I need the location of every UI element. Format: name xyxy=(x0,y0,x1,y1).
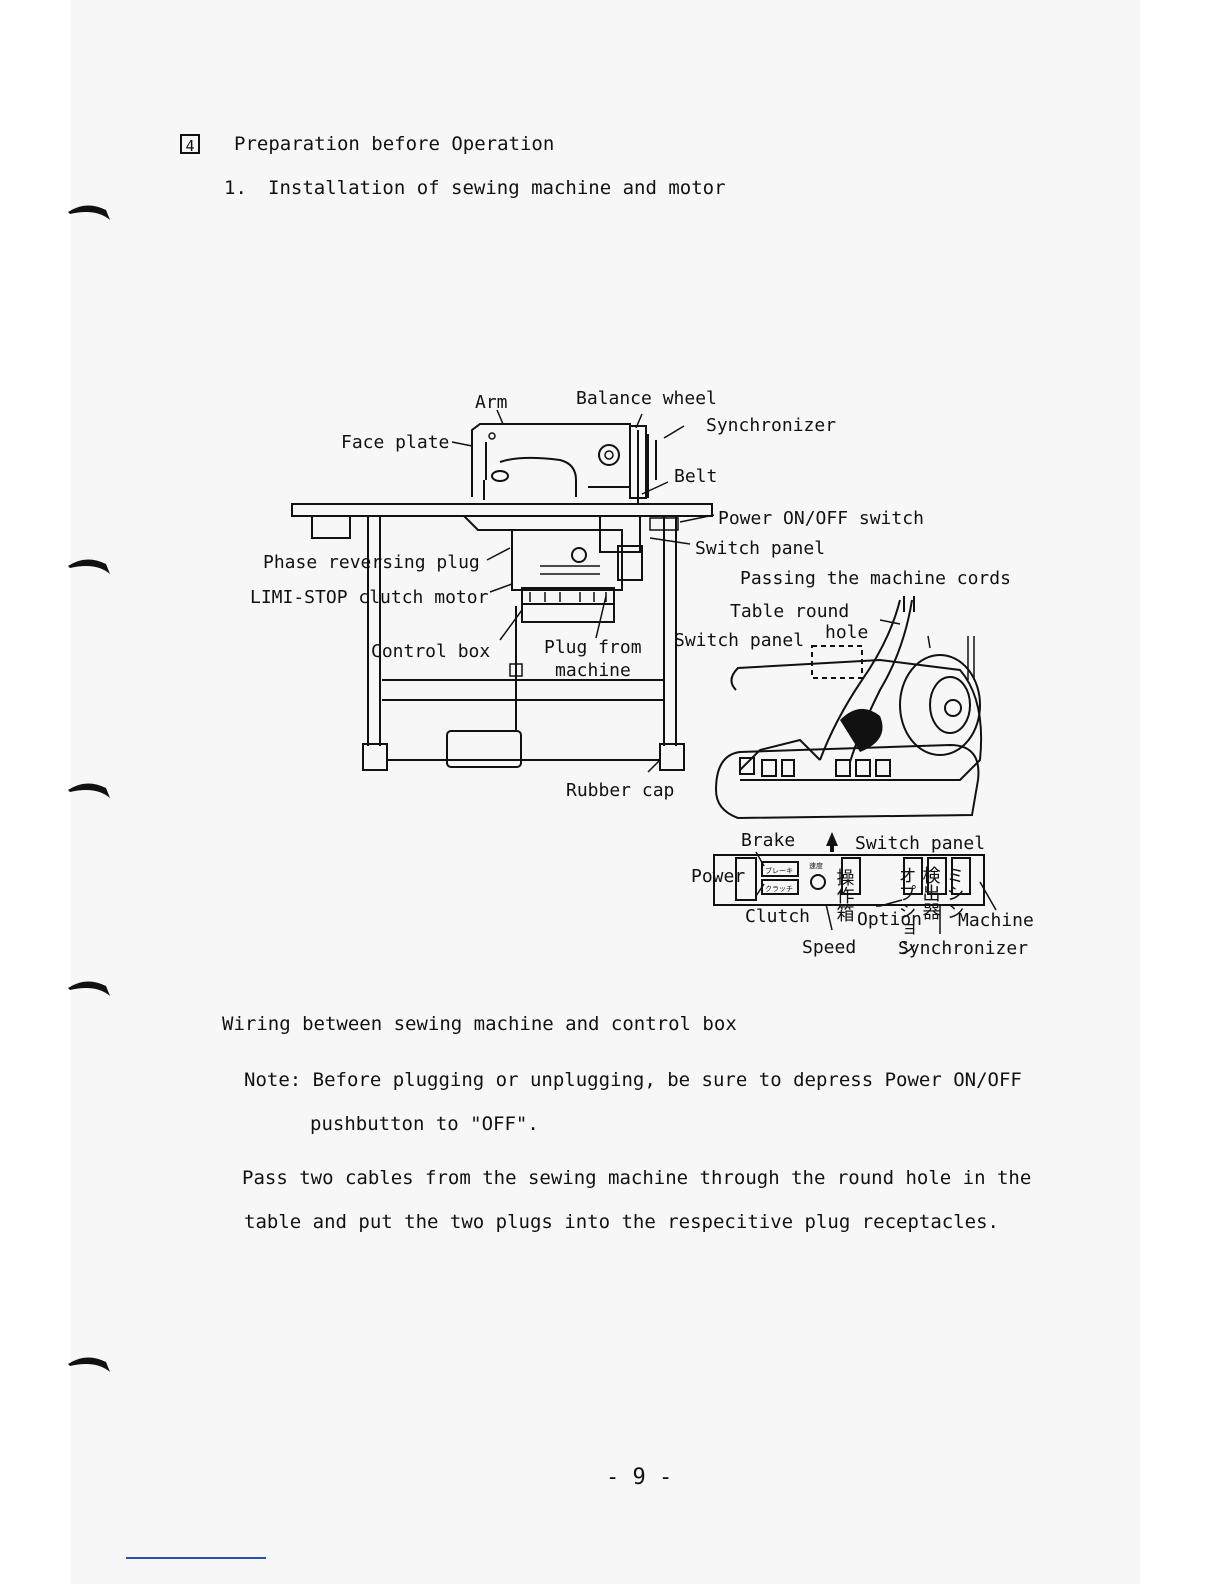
machine-label: machine xyxy=(555,660,631,681)
pedal xyxy=(446,730,522,768)
page-background xyxy=(70,0,1140,1584)
jp-operation-label: 操作箱 xyxy=(834,868,855,922)
power-switch-label: Power ON/OFF switch xyxy=(718,508,924,529)
synchronizer-panel-label: Synchronizer xyxy=(898,938,1028,959)
note-line-1: Note: Before plugging or unplugging, be … xyxy=(244,1069,1022,1091)
brake-label: Brake xyxy=(741,830,795,851)
page-number: - 9 - xyxy=(606,1465,673,1490)
balance-wheel-label: Balance wheel xyxy=(576,388,717,409)
clutch-label: Clutch xyxy=(745,906,810,927)
jp-detector-label: 検出器 xyxy=(920,866,941,920)
hole-label: hole xyxy=(825,622,868,643)
jp-machine-label: ミシン xyxy=(944,866,965,920)
jp-option-label: オプション xyxy=(896,866,917,956)
clutch-motor-label: LIMI-STOP clutch motor xyxy=(250,587,489,608)
belt-label: Belt xyxy=(674,466,717,487)
switch-panel-top-label: Switch panel xyxy=(695,538,825,559)
switch-panel-mid-label: Switch panel xyxy=(674,630,804,651)
binder-mark-icon xyxy=(68,981,110,996)
clutch-motor xyxy=(511,529,623,591)
passing-cords-label: Passing the machine cords xyxy=(740,568,1011,589)
section-title: Preparation before Operation xyxy=(234,133,555,155)
jp-clutch-label: クラッチ xyxy=(765,885,793,893)
diagram-caption: Wiring between sewing machine and contro… xyxy=(222,1013,737,1035)
table-round-label: Table round xyxy=(730,601,849,622)
jp-speed-label: 速度 xyxy=(809,861,823,870)
binder-mark-icon xyxy=(68,205,110,220)
option-label: Option xyxy=(857,909,922,930)
drawer xyxy=(311,515,351,539)
subsection-number: 1. xyxy=(224,177,247,199)
face-plate-label: Face plate xyxy=(341,432,449,453)
speed-label: Speed xyxy=(802,937,856,958)
body-line-2: table and put the two plugs into the res… xyxy=(244,1211,999,1233)
body-line-1: Pass two cables from the sewing machine … xyxy=(242,1167,1032,1189)
control-box xyxy=(521,587,615,605)
jp-brake-label: ブレーキ xyxy=(765,866,793,875)
subsection-title: Installation of sewing machine and motor xyxy=(268,177,726,199)
binder-mark-icon xyxy=(68,783,110,798)
rubber-cap-label: Rubber cap xyxy=(566,780,674,801)
synchronizer-label: Synchronizer xyxy=(706,415,836,436)
up-arrow-icon xyxy=(826,832,838,852)
switch-panel-detail xyxy=(713,832,997,934)
phase-plug-label: Phase reversing plug xyxy=(263,552,480,573)
power-label: Power xyxy=(691,866,745,887)
section-number-box: 4 xyxy=(180,134,200,155)
arm-label: Arm xyxy=(475,392,508,413)
note-line-2: pushbutton to "OFF". xyxy=(310,1113,539,1135)
detail-motor-view xyxy=(715,596,983,820)
binder-mark-icon xyxy=(68,1357,110,1372)
plug-from-label: Plug from xyxy=(544,637,642,658)
installation-diagram: ブレーキ クラッチ 速度 操作箱 オプション 検出器 ミシン Arm Balan… xyxy=(250,388,1034,959)
machine-panel-label: Machine xyxy=(958,910,1034,931)
binder-mark-icon xyxy=(68,559,110,574)
control-box-label: Control box xyxy=(371,641,490,662)
table-top xyxy=(291,503,713,517)
switch-panel-arrow-label: Switch panel xyxy=(855,833,985,854)
footer-rule xyxy=(126,1557,266,1559)
sewing-machine-head xyxy=(471,423,657,505)
